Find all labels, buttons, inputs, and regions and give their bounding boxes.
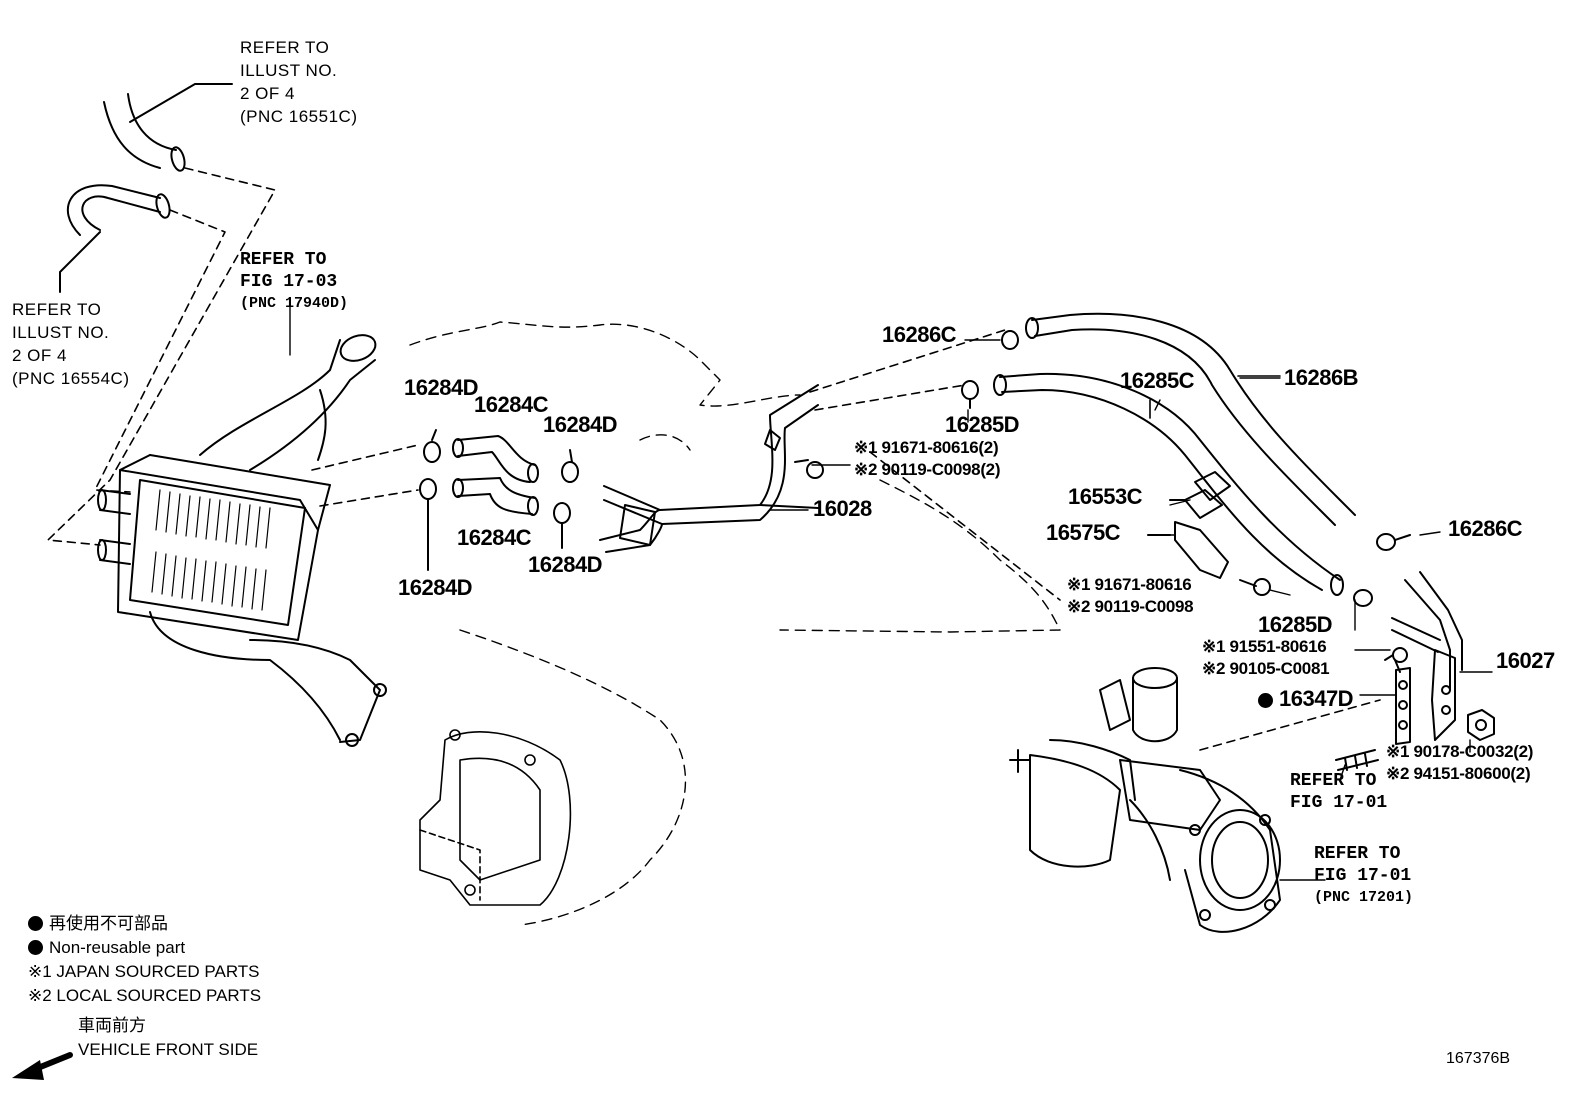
- ref-fig-1701-a: REFER TO FIG 17-01: [1290, 770, 1387, 814]
- figure-number: 167376B: [1446, 1050, 1511, 1067]
- nut-note-b: ※2 94151-80600(2): [1386, 764, 1531, 783]
- ref-line: (PNC 16554C): [12, 369, 130, 388]
- ref-line: FIG 17-01: [1314, 866, 1412, 886]
- part-16027[interactable]: 16027: [1496, 648, 1555, 673]
- part-16285d[interactable]: 16285D: [945, 412, 1020, 437]
- front-en: VEHICLE FRONT SIDE: [78, 1040, 259, 1059]
- part-16284d[interactable]: 16284D: [398, 575, 473, 600]
- non-reusable-dot-icon: [28, 940, 43, 955]
- nut: [1467, 709, 1495, 741]
- legend-local: ※2 LOCAL SOURCED PARTS: [28, 986, 262, 1005]
- stud: [1335, 749, 1379, 771]
- ref-line: FIG 17-01: [1290, 793, 1388, 813]
- ref-line: REFER TO: [1290, 771, 1377, 791]
- bolt-note-1b: ※2 90119-C0098(2): [854, 460, 1001, 479]
- legend-text: 再使用不可部品: [49, 914, 168, 933]
- ref-line: REFER TO: [240, 250, 327, 270]
- part-16286b[interactable]: 16286B: [1284, 365, 1359, 390]
- intercooler: [97, 334, 387, 747]
- non-reusable-dot-icon: [28, 916, 43, 931]
- bolt-note-2a: ※1 91671-80616: [1067, 575, 1192, 594]
- legend-japan: ※1 JAPAN SOURCED PARTS: [28, 962, 260, 981]
- clamps-right: [961, 330, 1411, 607]
- ref-line: (PNC 17201): [1314, 889, 1414, 906]
- part-16575c[interactable]: 16575C: [1046, 520, 1121, 545]
- pipe-16028: [599, 384, 819, 553]
- front-arrow-icon: [12, 1052, 73, 1080]
- part-16286c[interactable]: 16286C: [1448, 516, 1523, 541]
- ref-line: ILLUST NO.: [12, 323, 110, 342]
- part-16286c[interactable]: 16286C: [882, 322, 957, 347]
- front-jp: 車両前方: [78, 1016, 146, 1035]
- ref-line: REFER TO: [12, 300, 102, 319]
- bolt-note-1a: ※1 91671-80616(2): [854, 438, 999, 457]
- part-16028[interactable]: 16028: [813, 496, 872, 521]
- bolt-note-2b: ※2 90119-C0098: [1067, 597, 1194, 616]
- part-16284d[interactable]: 16284D: [528, 552, 603, 577]
- hose-16286b: [1025, 312, 1356, 526]
- ref-line: (PNC 16551C): [240, 107, 358, 126]
- engine-outline: [409, 321, 1061, 926]
- ref-line: FIG 17-03: [240, 272, 338, 292]
- part-16284d[interactable]: 16284D: [543, 412, 618, 437]
- legend-text: Non-reusable part: [49, 938, 186, 957]
- ref-fig-1701-b: REFER TO FIG 17-01 (PNC 17201): [1314, 843, 1413, 909]
- ref-line: REFER TO: [240, 38, 330, 57]
- legend-row: 再使用不可部品: [28, 912, 261, 936]
- gasket-16347d: [1384, 654, 1411, 745]
- nut-note-a: ※1 90178-C0032(2): [1386, 742, 1534, 761]
- ref-illust-16551c: REFER TO ILLUST NO. 2 OF 4 (PNC 16551C): [240, 36, 358, 128]
- leader-lines: [289, 304, 1493, 881]
- front-side-label: 車両前方 VEHICLE FRONT SIDE: [78, 1014, 258, 1062]
- part-16285c[interactable]: 16285C: [1120, 368, 1195, 393]
- hose-16551c: [103, 83, 233, 172]
- legend: 再使用不可部品 Non-reusable part ※1 JAPAN SOURC…: [28, 912, 261, 1008]
- ref-line: 2 OF 4: [240, 84, 295, 103]
- non-reusable-dot-icon: [1258, 693, 1273, 708]
- ref-line: REFER TO: [1314, 844, 1401, 864]
- ref-line: (PNC 17940D): [240, 295, 349, 312]
- part-16285d[interactable]: 16285D: [1258, 612, 1333, 637]
- ref-fig-1703: REFER TO FIG 17-03 (PNC 17940D): [240, 249, 348, 315]
- bolt-note-3b: ※2 90105-C0081: [1202, 659, 1330, 678]
- pipe-16027: [1391, 571, 1463, 741]
- part-16553c[interactable]: 16553C: [1068, 484, 1143, 509]
- hose-16285c: [993, 372, 1344, 596]
- ref-line: 2 OF 4: [12, 346, 67, 365]
- turbocharger: [1009, 667, 1281, 933]
- part-16284d[interactable]: 16284D: [404, 375, 479, 400]
- bolt-note-3a: ※1 91551-80616: [1202, 637, 1327, 656]
- ref-illust-16554c: REFER TO ILLUST NO. 2 OF 4 (PNC 16554C): [12, 298, 130, 390]
- ref-line: ILLUST NO.: [240, 61, 338, 80]
- bolts: [794, 459, 1408, 673]
- throttle-body: [419, 729, 572, 906]
- clamps-hoses-16284: [419, 429, 579, 571]
- part-16347d[interactable]: 16347D: [1258, 686, 1354, 712]
- part-number: 16347D: [1279, 686, 1354, 711]
- bracket-16553c: [1169, 471, 1231, 519]
- part-16284c[interactable]: 16284C: [474, 392, 549, 417]
- part-16284c[interactable]: 16284C: [457, 525, 532, 550]
- hose-16554c: [59, 184, 171, 293]
- legend-row: Non-reusable part: [28, 936, 261, 960]
